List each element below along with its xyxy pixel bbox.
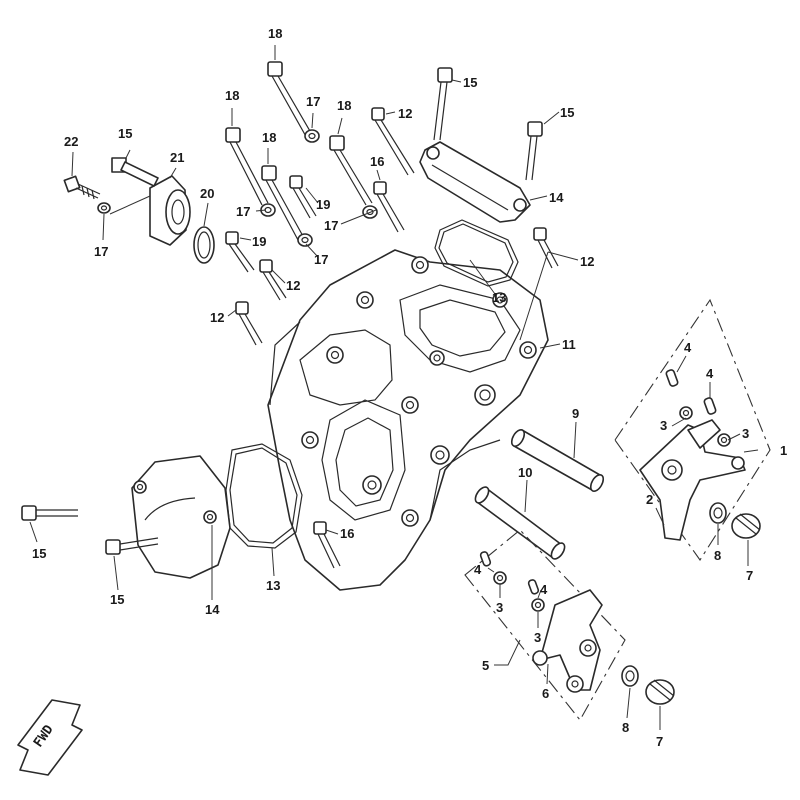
callout-4: 4 bbox=[474, 562, 482, 577]
callout-labels: 18 22 15 21 17 20 18 17 18 18 12 15 15 1… bbox=[32, 26, 787, 749]
callout-12: 12 bbox=[286, 278, 300, 293]
callout-3: 3 bbox=[742, 426, 749, 441]
callout-16: 16 bbox=[370, 154, 384, 169]
callout-17: 17 bbox=[236, 204, 250, 219]
callout-3: 3 bbox=[660, 418, 667, 433]
callout-9: 9 bbox=[572, 406, 579, 421]
callout-7: 7 bbox=[656, 734, 663, 749]
callout-11: 11 bbox=[562, 337, 576, 352]
leader-lines bbox=[29, 45, 759, 730]
fwd-arrow-icon: FWD bbox=[17, 699, 83, 776]
callout-18: 18 bbox=[262, 130, 276, 145]
callout-21: 21 bbox=[170, 150, 184, 165]
callout-6: 6 bbox=[542, 686, 549, 701]
callout-10: 10 bbox=[518, 465, 532, 480]
callout-15: 15 bbox=[118, 126, 132, 141]
callout-16: 16 bbox=[340, 526, 354, 541]
callout-12: 12 bbox=[398, 106, 412, 121]
callout-14: 14 bbox=[549, 190, 564, 205]
callout-20: 20 bbox=[200, 186, 214, 201]
callout-17: 17 bbox=[324, 218, 338, 233]
washer-17-left bbox=[97, 202, 111, 214]
bolt-22 bbox=[63, 175, 101, 200]
top-cover bbox=[419, 141, 531, 223]
callout-19: 19 bbox=[252, 234, 266, 249]
rocker-assembly-1 bbox=[614, 298, 771, 561]
bolt-15-left-top bbox=[111, 157, 159, 187]
callout-18: 18 bbox=[268, 26, 282, 41]
filter-cap-assembly bbox=[149, 175, 215, 264]
side-cover-gasket bbox=[225, 443, 303, 549]
callout-4: 4 bbox=[684, 340, 692, 355]
callout-8: 8 bbox=[714, 548, 721, 563]
washers-17 bbox=[260, 129, 378, 247]
callout-12: 12 bbox=[580, 254, 594, 269]
callout-15: 15 bbox=[110, 592, 124, 607]
callout-17: 17 bbox=[314, 252, 328, 267]
callout-5: 5 bbox=[482, 658, 489, 673]
rocker-assembly-5 bbox=[464, 529, 675, 721]
side-cover bbox=[131, 455, 231, 579]
callout-7: 7 bbox=[746, 568, 753, 583]
callout-4: 4 bbox=[706, 366, 714, 381]
callout-13: 13 bbox=[266, 578, 280, 593]
cylinder-head bbox=[267, 249, 549, 591]
long-bolts bbox=[21, 61, 559, 569]
callout-18: 18 bbox=[337, 98, 351, 113]
callout-19: 19 bbox=[316, 197, 330, 212]
callout-15: 15 bbox=[32, 546, 46, 561]
callout-2: 2 bbox=[646, 492, 653, 507]
callout-18: 18 bbox=[225, 88, 239, 103]
callout-17: 17 bbox=[94, 244, 108, 259]
callout-3: 3 bbox=[534, 630, 541, 645]
rocker-shafts bbox=[474, 429, 605, 560]
callout-4: 4 bbox=[540, 582, 548, 597]
callout-1: 1 bbox=[780, 443, 787, 458]
callout-3: 3 bbox=[496, 600, 503, 615]
callout-13: 13 bbox=[492, 290, 506, 305]
callout-15: 15 bbox=[463, 75, 477, 90]
callout-14: 14 bbox=[205, 602, 220, 617]
callout-17: 17 bbox=[306, 94, 320, 109]
callout-22: 22 bbox=[64, 134, 78, 149]
callout-12: 12 bbox=[210, 310, 224, 325]
callout-8: 8 bbox=[622, 720, 629, 735]
top-cover-gasket bbox=[434, 219, 519, 287]
callout-15: 15 bbox=[560, 105, 574, 120]
